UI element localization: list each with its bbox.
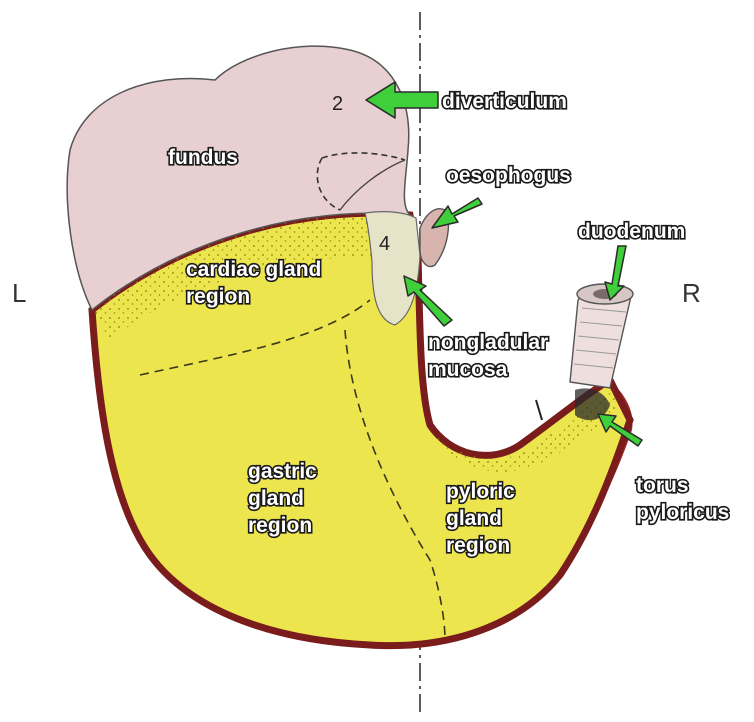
label-diverticulum: diverticulum	[442, 90, 567, 113]
side-label-left: L	[12, 278, 26, 308]
number-2: 2	[332, 93, 343, 115]
label-torus-pyloricus: torus pyloricus	[636, 474, 729, 524]
label-fundus: fundus	[168, 146, 238, 169]
label-nongladular-mucosa: nongladular mucosa	[428, 331, 554, 381]
pylorus-tick	[536, 400, 542, 420]
label-duodenum: duodenum	[578, 220, 685, 243]
number-4: 4	[379, 233, 390, 255]
label-oesophogus: oesophogus	[446, 164, 571, 187]
duodenum-tube	[570, 284, 633, 388]
side-label-right: R	[682, 278, 701, 308]
